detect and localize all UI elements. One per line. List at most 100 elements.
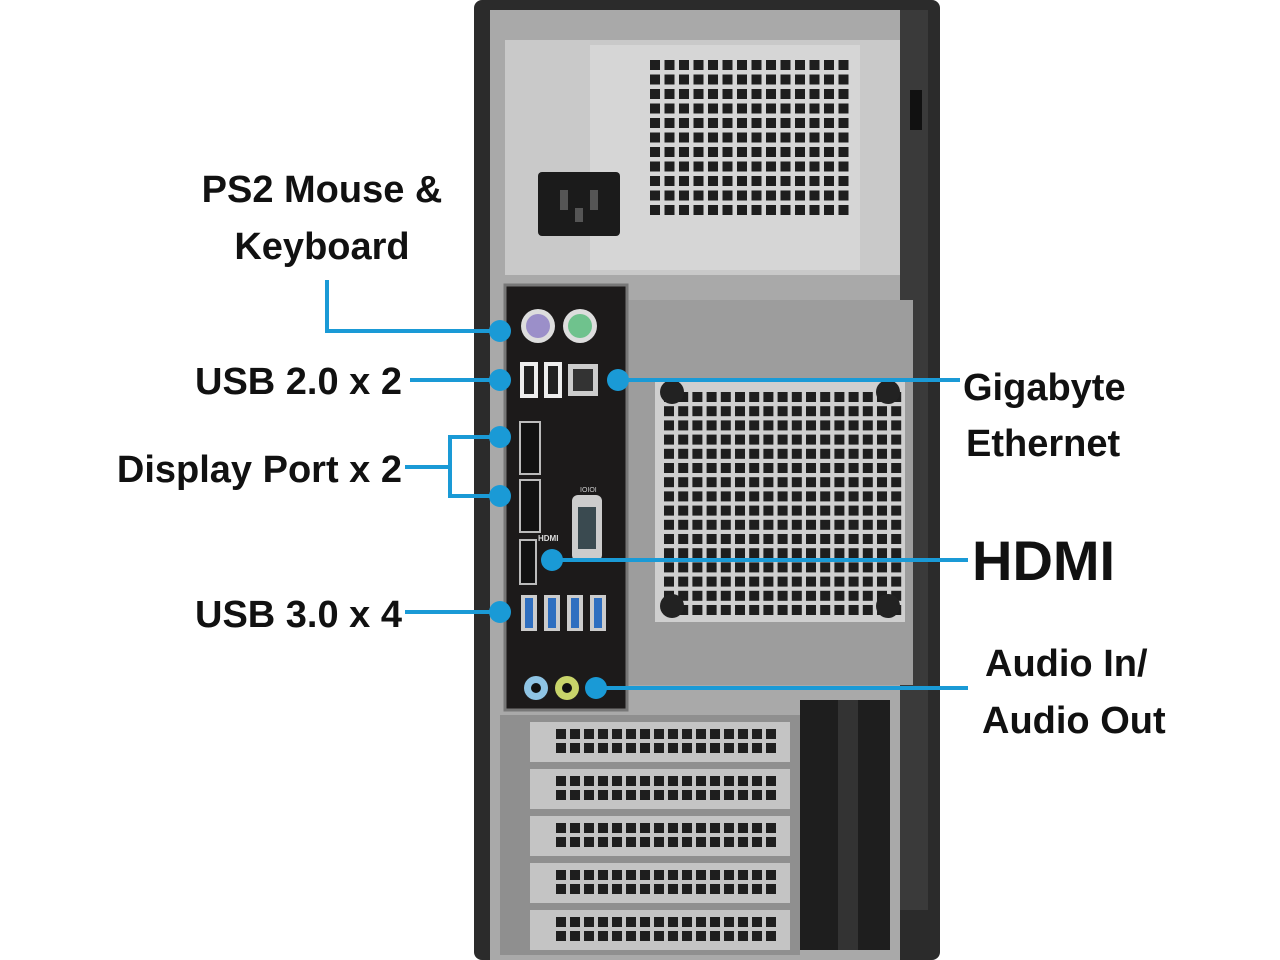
vent-hole — [824, 132, 834, 143]
vent-hole — [838, 176, 849, 186]
vent-hole — [809, 147, 820, 157]
vent-hole — [708, 103, 718, 114]
vent-hole — [809, 74, 820, 85]
vent-hole — [692, 491, 703, 502]
vent-hole — [777, 463, 788, 473]
vent-hole — [706, 534, 717, 544]
vent-hole — [626, 790, 636, 800]
vent-hole — [806, 420, 816, 431]
vent-hole — [668, 823, 678, 833]
vent-hole — [891, 590, 902, 601]
vent-hole — [650, 103, 660, 114]
vent-hole — [791, 519, 802, 530]
vent-hole — [692, 420, 703, 431]
vent-hole — [877, 463, 887, 473]
vent-hole — [640, 870, 650, 880]
vent-hole — [751, 89, 762, 99]
vent-hole — [766, 89, 776, 99]
vent-hole — [820, 420, 831, 431]
vent-hole — [708, 190, 718, 201]
vent-hole — [710, 729, 720, 739]
vent-hole — [877, 534, 887, 544]
vent-hole — [668, 729, 678, 739]
vent-hole — [763, 562, 774, 573]
vent-hole — [751, 118, 762, 128]
vent-hole — [834, 434, 845, 445]
vent-hole — [848, 534, 859, 544]
vent-hole — [724, 884, 734, 894]
vent-hole — [795, 118, 805, 128]
expansion-slot-cover — [530, 816, 790, 856]
vent-hole — [679, 176, 689, 186]
vent-hole — [877, 505, 887, 516]
vent-hole — [696, 729, 706, 739]
vent-hole — [848, 406, 859, 417]
vent-hole — [749, 406, 760, 417]
vent-hole — [862, 420, 873, 431]
vent-hole — [570, 884, 580, 894]
vent-hole — [806, 548, 816, 559]
vent-hole — [820, 605, 831, 615]
vent-hole — [640, 837, 650, 847]
fan-vent-grill — [664, 392, 902, 615]
vent-hole — [820, 505, 831, 516]
vent-hole — [795, 89, 805, 99]
vent-hole — [710, 790, 720, 800]
vent-hole — [891, 448, 902, 459]
vent-hole — [749, 548, 760, 559]
vent-hole — [751, 161, 762, 172]
vent-hole — [612, 837, 622, 847]
vent-hole — [556, 790, 566, 800]
vent-hole — [710, 931, 720, 941]
vent-hole — [824, 147, 834, 157]
vent-hole — [668, 837, 678, 847]
vent-hole — [862, 392, 873, 402]
vent-hole — [693, 89, 704, 99]
vent-hole — [735, 491, 745, 502]
vent-hole — [612, 870, 622, 880]
vent-hole — [626, 884, 636, 894]
ethernet-label-line2: Ethernet — [966, 423, 1120, 465]
displayport-label: Display Port x 2 — [117, 449, 402, 491]
vent-hole — [570, 870, 580, 880]
vent-hole — [763, 463, 774, 473]
vent-hole — [650, 161, 660, 172]
vent-hole — [806, 491, 816, 502]
vent-hole — [738, 743, 748, 753]
vent-hole — [820, 491, 831, 502]
vent-hole — [679, 132, 689, 143]
vent-hole — [777, 448, 788, 459]
vent-hole — [710, 884, 720, 894]
vent-hole — [838, 74, 849, 85]
vent-hole — [682, 790, 692, 800]
vent-hole — [570, 917, 580, 927]
vent-hole — [834, 590, 845, 601]
vent-hole — [664, 420, 674, 431]
vent-hole — [777, 605, 788, 615]
vent-hole — [664, 491, 674, 502]
vent-hole — [722, 205, 733, 215]
vent-hole — [584, 823, 594, 833]
vent-hole — [678, 420, 689, 431]
vent-hole — [664, 534, 674, 544]
vent-hole — [766, 205, 776, 215]
vent-hole — [752, 743, 762, 753]
vent-hole — [612, 743, 622, 753]
vent-hole — [737, 205, 747, 215]
vent-hole — [679, 205, 689, 215]
vent-hole — [692, 605, 703, 615]
usb2-label: USB 2.0 x 2 — [195, 361, 402, 403]
vent-hole — [720, 477, 731, 488]
vent-hole — [795, 132, 805, 143]
vent-hole — [598, 729, 608, 739]
vent-hole — [735, 392, 745, 402]
vent-hole — [791, 576, 802, 587]
vent-hole — [834, 463, 845, 473]
vent-hole — [780, 118, 791, 128]
vent-hole — [809, 132, 820, 143]
vent-hole — [708, 176, 718, 186]
vent-hole — [795, 147, 805, 157]
vent-hole — [724, 931, 734, 941]
vent-hole — [735, 448, 745, 459]
vent-hole — [780, 132, 791, 143]
